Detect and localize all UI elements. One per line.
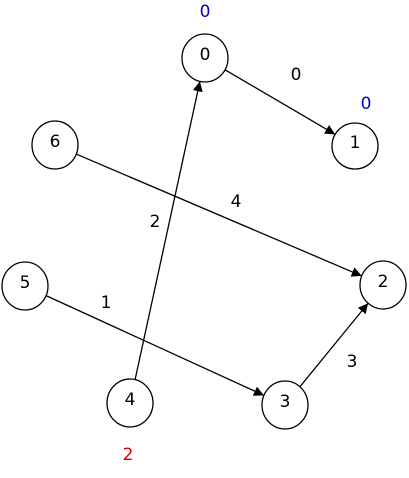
- edge-3-to-2: [299, 302, 369, 388]
- node-circle-2: [359, 260, 407, 310]
- node-label-0: 0: [200, 45, 211, 65]
- node-0: 0: [181, 33, 229, 83]
- node-annotation-0: 0: [200, 2, 211, 22]
- node-label-3: 3: [280, 392, 291, 412]
- edge-4-to-0: [134, 81, 203, 380]
- edge-label-4-to-0: 2: [150, 212, 161, 232]
- node-4: 4: [106, 378, 154, 428]
- node-circle-4: [106, 378, 154, 428]
- node-label-5: 5: [20, 273, 31, 293]
- node-label-4: 4: [125, 390, 136, 410]
- node-circle-0: [181, 33, 229, 83]
- node-6: 6: [31, 120, 79, 170]
- node-annotation-4: 2: [123, 445, 134, 465]
- edge-5-to-3: [45, 295, 265, 396]
- edges-layer: 0 4 2 1 3: [45, 65, 369, 396]
- node-1: 1: [331, 122, 379, 170]
- node-label-6: 6: [50, 132, 61, 152]
- node-circle-5: [1, 261, 49, 311]
- node-3: 3: [261, 380, 309, 430]
- node-annotation-1: 0: [361, 94, 372, 114]
- annotations-layer: 0 0 2: [123, 2, 372, 465]
- node-2: 2: [359, 260, 407, 310]
- node-label-2: 2: [378, 272, 389, 292]
- node-circle-6: [31, 120, 79, 170]
- edge-6-to-2: [76, 153, 362, 277]
- edge-label-0-to-1: 0: [291, 65, 302, 85]
- edge-label-3-to-2: 3: [347, 352, 358, 372]
- edge-label-5-to-3: 1: [101, 293, 112, 313]
- edge-0-to-1: [224, 69, 336, 135]
- node-circle-1: [331, 122, 379, 170]
- edge-label-6-to-2: 4: [231, 192, 242, 212]
- node-circle-3: [261, 380, 309, 430]
- node-5: 5: [1, 261, 49, 311]
- node-label-1: 1: [350, 133, 361, 153]
